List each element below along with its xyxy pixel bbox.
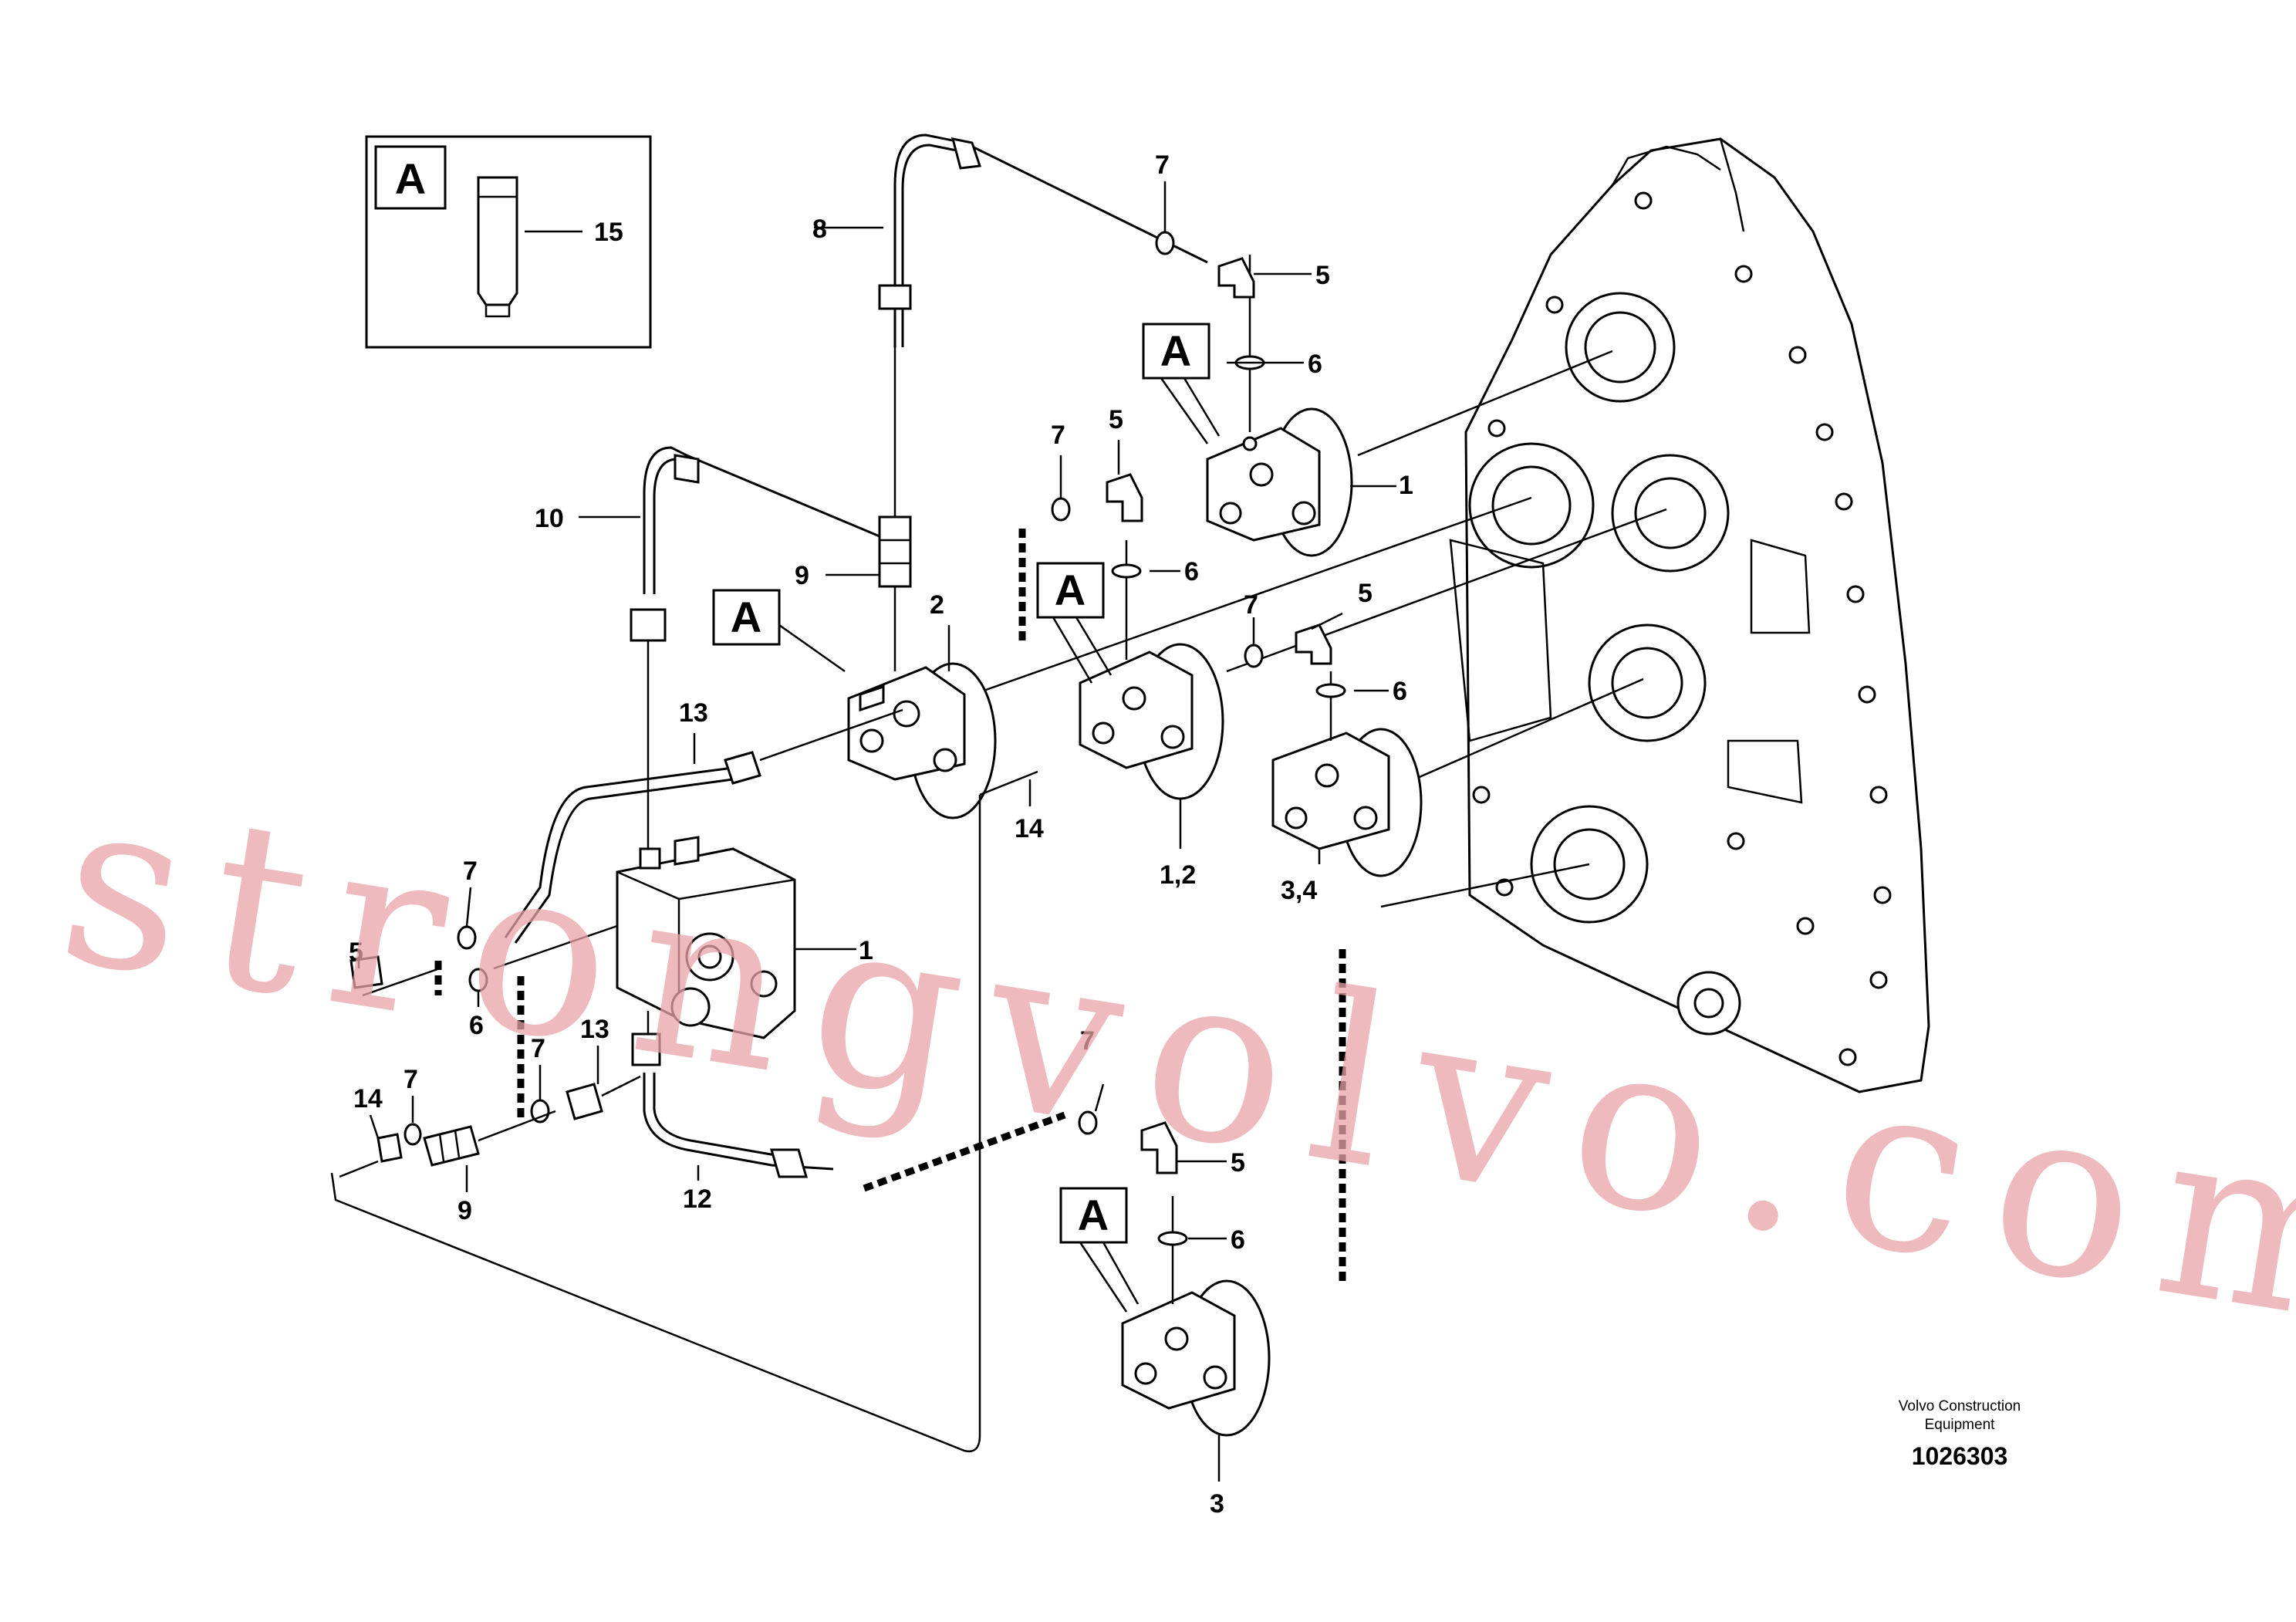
callout-14: 14 — [353, 1084, 383, 1113]
callout-6: 6 — [469, 1011, 484, 1040]
callout-6: 6 — [1308, 350, 1322, 379]
callout-5: 5 — [1109, 405, 1123, 434]
lower-left-fittings — [362, 924, 641, 1167]
callout-10: 10 — [535, 504, 564, 533]
callout-2: 2 — [930, 590, 944, 620]
watermark: strongvolvo.com — [46, 745, 2296, 1381]
callout-12: 12 — [683, 1184, 712, 1214]
callout-6: 6 — [1231, 1225, 1245, 1255]
callout-14: 14 — [1015, 814, 1044, 843]
manufacturer-line-1: Volvo Construction — [1899, 1398, 2021, 1414]
callout-7: 7 — [1244, 590, 1258, 620]
valve-part-2 — [847, 625, 997, 819]
callout-1: 1 — [859, 936, 873, 965]
callout-5: 5 — [1315, 261, 1330, 290]
valve-part-3 — [1121, 1196, 1271, 1482]
valve-part-1-2 — [1079, 540, 1224, 849]
callout-8: 8 — [812, 215, 827, 244]
callout-15: 15 — [594, 218, 623, 247]
callout-3: 3 — [1210, 1489, 1224, 1519]
dashed-connection-lines — [434, 529, 1346, 1281]
callout-3-4: 3,4 — [1281, 876, 1317, 905]
callout-numbers: 7 8 5 6 7 5 1 10 9 6 2 7 5 6 13 14 1,2 3… — [349, 150, 1413, 1519]
callout-7: 7 — [531, 1034, 545, 1063]
manufacturer-line-2: Equipment — [1925, 1417, 1996, 1433]
detail-marker-a-3: A — [1055, 566, 1086, 614]
detail-markers: A A A A — [712, 323, 1221, 1313]
callout-7: 7 — [1051, 421, 1065, 450]
tee-fitting-9-upper — [826, 515, 912, 671]
detail-marker-a-2: A — [731, 593, 761, 641]
callout-5: 5 — [1231, 1148, 1245, 1178]
callout-7: 7 — [1155, 150, 1170, 180]
detail-marker-a-1: A — [1160, 326, 1191, 375]
callout-1: 1 — [1399, 471, 1413, 500]
return-line — [330, 770, 1038, 1453]
pipe-10 — [579, 446, 880, 857]
callout-1-2: 1,2 — [1160, 860, 1196, 890]
callout-7: 7 — [1080, 1026, 1095, 1056]
callout-6: 6 — [1393, 677, 1407, 706]
callout-5: 5 — [349, 938, 363, 967]
elbow-fittings — [349, 257, 1332, 1174]
control-valve-part-1 — [616, 836, 856, 1039]
callout-7: 7 — [463, 857, 478, 886]
document-number: 1026303 — [1912, 1442, 2008, 1470]
callout-6: 6 — [1184, 557, 1199, 586]
detail-box-letter: A — [395, 154, 426, 203]
callout-9: 9 — [458, 1196, 472, 1225]
callout-13: 13 — [580, 1015, 609, 1044]
callout-13: 13 — [679, 698, 708, 728]
valve-part-3-4 — [1271, 671, 1423, 877]
detail-marker-a-4: A — [1078, 1191, 1109, 1239]
callout-7: 7 — [403, 1065, 418, 1094]
housing-bolts — [1472, 191, 1892, 1066]
pipe-13-upper — [504, 708, 903, 944]
pipe-12 — [631, 1011, 834, 1178]
callout-9: 9 — [795, 561, 809, 590]
pipe-8 — [814, 133, 1208, 517]
transmission-housing — [1449, 137, 1930, 1093]
valve-part-1-upper — [1206, 255, 1396, 557]
detail-box-a: A 15 — [365, 135, 652, 349]
callout-leaders — [357, 181, 1389, 1240]
callout-5: 5 — [1358, 579, 1373, 608]
maker-block: Volvo Construction Equipment 1026303 — [1899, 1398, 2021, 1470]
